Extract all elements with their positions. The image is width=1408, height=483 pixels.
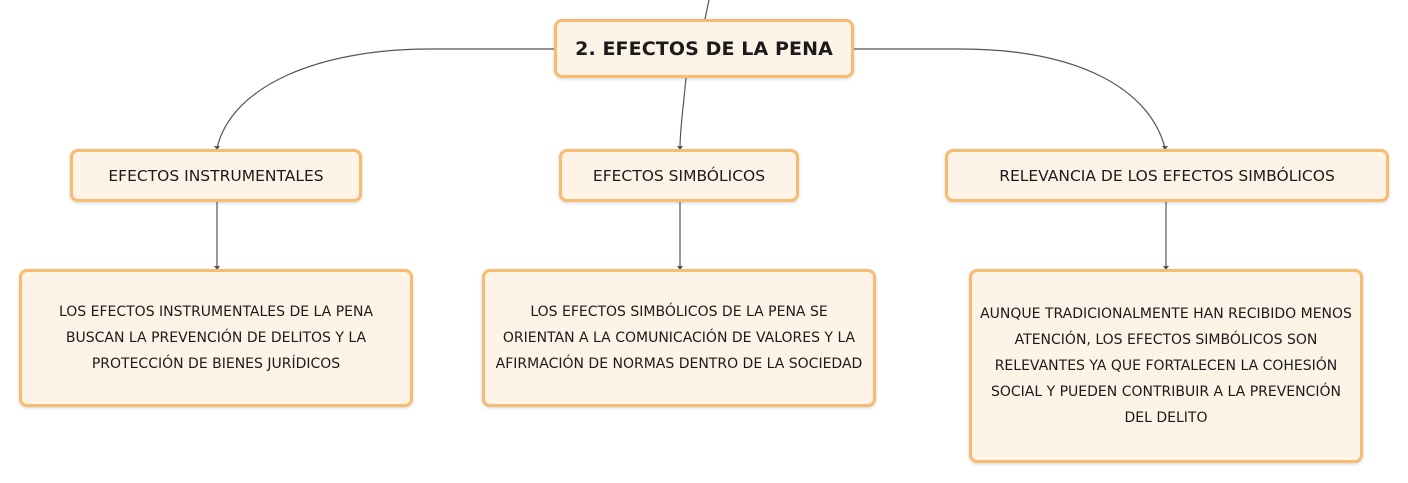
root-node-label: 2. EFECTOS DE LA PENA bbox=[575, 37, 833, 60]
branch-node-relevancia-efectos-simbolicos[interactable]: RELEVANCIA DE LOS EFECTOS SIMBÓLICOS bbox=[945, 149, 1389, 202]
arrowhead-simbolicos-detail bbox=[677, 266, 683, 270]
connector-root-to-instrumentales bbox=[216, 48, 554, 149]
detail-node-text: LOS EFECTOS INSTRUMENTALES DE LA PENA BU… bbox=[58, 304, 374, 372]
branch-node-label: RELEVANCIA DE LOS EFECTOS SIMBÓLICOS bbox=[999, 166, 1335, 185]
arrowhead-relevancia-detail bbox=[1163, 266, 1169, 270]
arrowhead-instrumentales bbox=[214, 146, 220, 150]
branch-node-efectos-simbolicos[interactable]: EFECTOS SIMBÓLICOS bbox=[559, 149, 799, 202]
detail-node-efectos-instrumentales[interactable]: LOS EFECTOS INSTRUMENTALES DE LA PENA BU… bbox=[19, 269, 413, 407]
arrowhead-simbolicos bbox=[677, 146, 683, 150]
arrowhead-relevancia bbox=[1162, 146, 1168, 150]
connector-parent-to-root bbox=[704, 0, 710, 20]
branch-node-label: EFECTOS INSTRUMENTALES bbox=[108, 166, 324, 185]
detail-node-text: AUNQUE TRADICIONALMENTE HAN RECIBIDO MEN… bbox=[980, 306, 1352, 426]
connector-root-to-relevancia bbox=[854, 48, 1166, 149]
detail-node-relevancia-efectos-simbolicos[interactable]: AUNQUE TRADICIONALMENTE HAN RECIBIDO MEN… bbox=[969, 269, 1363, 463]
branch-node-label: EFECTOS SIMBÓLICOS bbox=[592, 166, 766, 185]
root-node[interactable]: 2. EFECTOS DE LA PENA bbox=[554, 19, 854, 78]
detail-node-efectos-simbolicos[interactable]: LOS EFECTOS SIMBÓLICOS DE LA PENA SE ORI… bbox=[482, 269, 876, 407]
arrowhead-instrumentales-detail bbox=[214, 266, 220, 270]
connector-root-to-simbolicos bbox=[679, 77, 687, 149]
branch-node-efectos-instrumentales[interactable]: EFECTOS INSTRUMENTALES bbox=[70, 149, 362, 202]
detail-node-text: LOS EFECTOS SIMBÓLICOS DE LA PENA SE ORI… bbox=[495, 304, 863, 372]
